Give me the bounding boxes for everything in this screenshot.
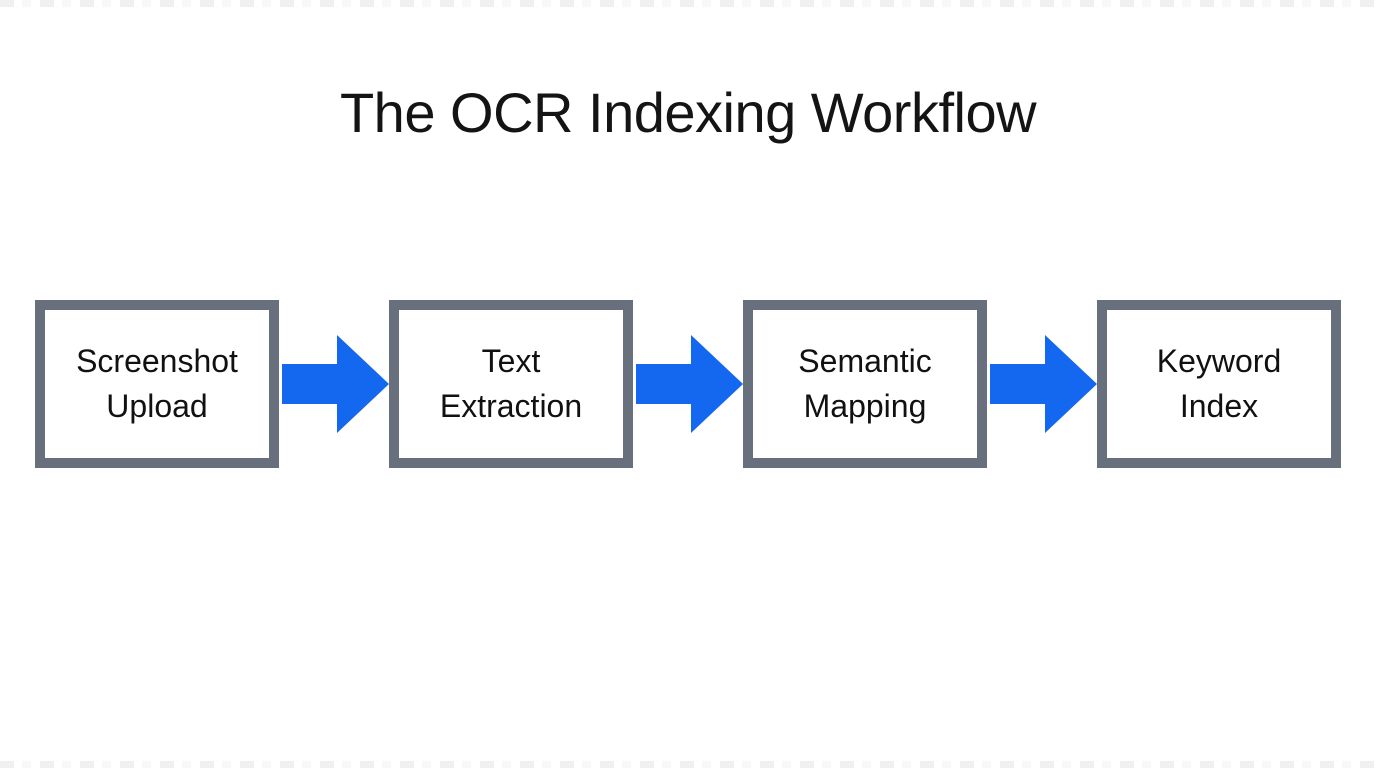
bottom-edge-scan-artifact: [0, 761, 1376, 768]
step-box-text-extraction: Text Extraction: [389, 300, 633, 468]
step-label-semantic-mapping: Semantic Mapping: [798, 343, 932, 424]
step-label-text-extraction: Text Extraction: [439, 343, 583, 424]
step-label-keyword-index: Keyword Index: [1156, 343, 1282, 424]
workflow-row: Screenshot Upload Text Extraction Semant…: [0, 300, 1376, 468]
step-label-screenshot-upload: Screenshot Upload: [76, 343, 238, 424]
right-arrow-icon: [990, 335, 1097, 433]
diagram-title: The OCR Indexing Workflow: [339, 81, 1037, 144]
step-box-screenshot-upload: Screenshot Upload: [35, 300, 279, 468]
step-box-semantic-mapping: Semantic Mapping: [743, 300, 987, 468]
step-box-keyword-index: Keyword Index: [1097, 300, 1341, 468]
right-arrow-icon: [636, 335, 743, 433]
top-edge-scan-artifact: [0, 0, 1376, 7]
right-arrow-icon: [282, 335, 389, 433]
